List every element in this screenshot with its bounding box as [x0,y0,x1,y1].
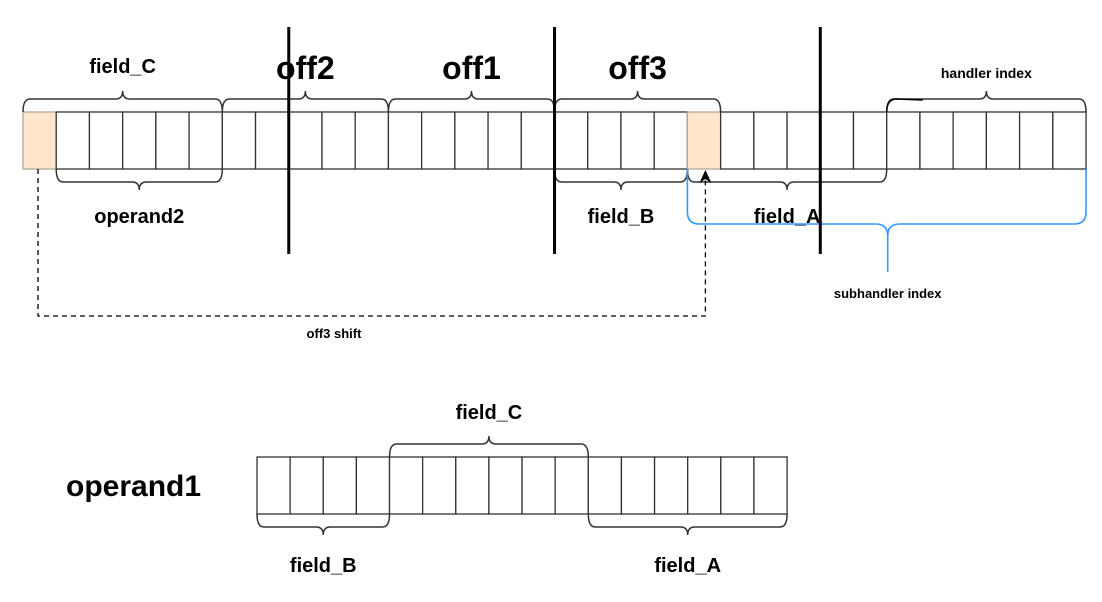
bit-cell [322,456,358,515]
bit-cell [256,456,291,515]
off3-shift-label: off3 shift [307,326,363,341]
operand1-field-C-brace [388,435,590,458]
bit-cell [388,456,424,515]
bit-cell [520,111,556,170]
bit-cell [819,111,855,170]
bit-cell [653,111,689,170]
arrowhead-icon [699,170,712,183]
top-register-braces: field_C off2 off1 off3 handler index operand2… [22,50,1087,301]
operand1-title: operand1 [66,470,201,503]
bit-cell [387,111,423,170]
bit-cell [886,111,921,170]
operand2-brace [55,168,224,191]
bit-cell [221,111,257,170]
bit-cell [455,456,490,515]
bit-cell [687,456,722,515]
bit-cell [553,111,589,170]
highlighted-bit-cell [686,111,722,170]
field-C-brace [22,90,224,113]
top-register [22,111,1087,170]
field-A-label: field_A [754,206,821,228]
bit-cell [587,111,622,170]
bit-cell [653,456,689,515]
handler-index-brace [885,90,1087,113]
bit-cell [355,456,391,515]
bit-cell [488,456,523,515]
off2-brace [221,90,390,113]
subhandler-index-label: subhandler index [834,286,942,301]
bit-cell [620,456,656,515]
bit-cell [719,111,755,170]
bit-cell [487,111,522,170]
bit-cell [1052,111,1087,170]
field-C-label: field_C [89,56,156,78]
operand1-field-B-label: field_B [290,555,357,577]
off3-label: off3 [608,50,667,86]
off3-brace [553,90,722,113]
subhandler-index-brace [686,169,1087,272]
bit-cell [420,111,456,170]
bottom-register [256,456,788,515]
bit-cell [720,456,755,515]
bit-cell [254,111,290,170]
handler-index-brace-start [885,98,923,113]
bit-cell [289,456,324,515]
shift-dashed-path [37,169,707,317]
bit-cell [753,456,788,515]
bit-cell [155,111,190,170]
bit-cell [421,456,457,515]
operand1-field-B-brace [256,513,391,536]
highlighted-bit-cell [22,111,57,170]
byte-dividers [287,27,822,254]
bit-cell [985,111,1021,170]
bit-cell [554,456,589,515]
bit-cell [786,111,821,170]
bit-cell [852,111,888,170]
off1-label: off1 [442,50,501,86]
off2-label: off2 [276,50,335,86]
bit-cell [354,111,390,170]
bit-cell [620,111,655,170]
operand2-label: operand2 [94,206,184,228]
bit-cell [122,111,157,170]
bit-cell [55,111,91,170]
bit-cell [88,111,124,170]
bit-cell [587,456,623,515]
operand1-field-C-label: field_C [456,402,523,424]
field-A-brace [686,168,888,191]
bit-cell [952,111,988,170]
bit-cell [753,111,788,170]
off3-shift-arrow: off3 shift [37,169,712,341]
field-B-label: field_B [588,206,655,228]
field-B-brace [553,168,689,191]
bit-cell [1018,111,1054,170]
operand1-field-A-brace [587,513,788,536]
off1-brace [387,90,556,113]
handler-index-label: handler index [941,65,1032,81]
operand1-field-A-label: field_A [654,555,721,577]
bottom-register-braces: field_C field_B field_A [256,402,788,577]
bit-cell [321,111,356,170]
bit-cell [288,111,323,170]
bit-cell [188,111,223,170]
bit-cell [521,456,556,515]
bit-cell [454,111,489,170]
bit-cell [919,111,954,170]
